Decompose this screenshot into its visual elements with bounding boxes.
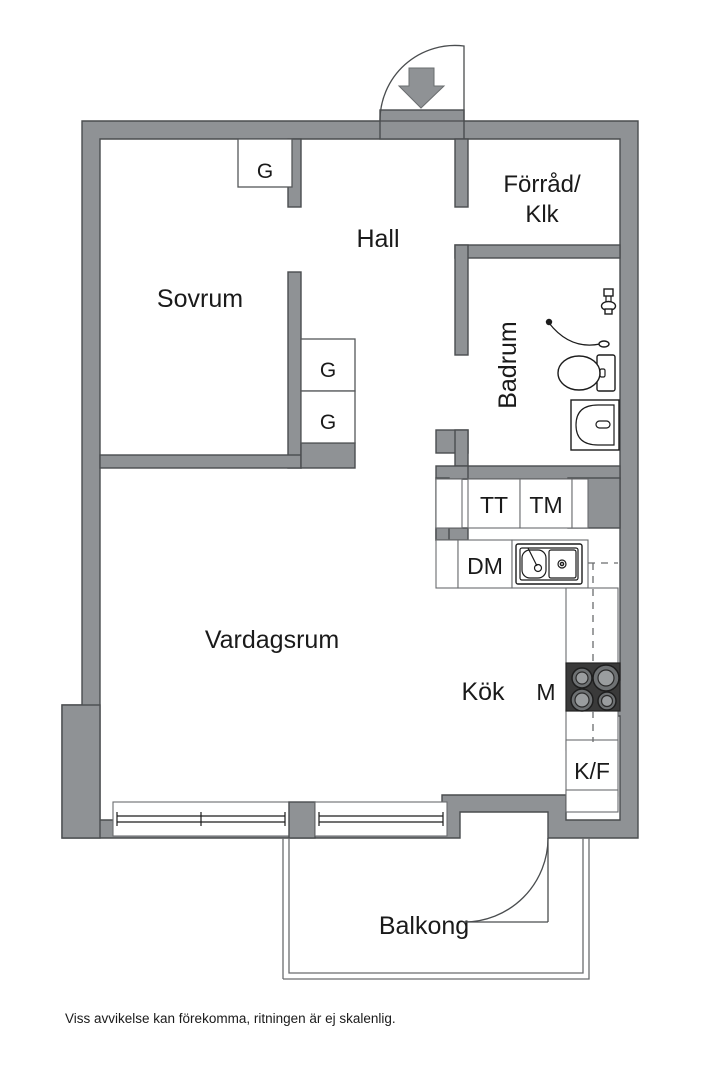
overhead-cabinet-lines <box>588 562 618 742</box>
closet-box-sovrum-1 <box>300 338 356 392</box>
partition-under-closets <box>300 442 356 469</box>
appliance-box-tm <box>519 478 573 529</box>
appliance-label-m: M <box>536 679 555 705</box>
kitchen-sink-icon <box>515 543 583 585</box>
room-label-hall: Hall <box>356 225 399 253</box>
closet-box-hall <box>237 138 293 188</box>
room-label-badrum: Badrum <box>494 321 522 409</box>
washbasin-icon <box>570 399 620 451</box>
drawing-disclaimer: Viss avvikelse kan förekomma, ritningen … <box>65 1011 396 1026</box>
counter-vertical-lower <box>565 789 619 813</box>
partition-badrum-left <box>454 244 469 356</box>
window-center-pier <box>288 801 316 839</box>
window-left <box>112 801 290 837</box>
room-label-kok: Kök <box>461 678 505 706</box>
partition-sovrum-hall-lower <box>287 271 302 469</box>
closet-label-sovrum-2: G <box>320 411 336 434</box>
room-label-balkong: Balkong <box>379 912 469 940</box>
entry-arrow-icon <box>397 67 446 109</box>
windows-group <box>112 801 448 839</box>
partition-sovrum-bottom <box>99 454 302 469</box>
partition-badrum-top <box>454 244 621 259</box>
window-right <box>314 801 448 837</box>
entrance-threshold-wall <box>379 109 465 140</box>
appliance-box-dm <box>457 539 513 589</box>
entrance-door <box>379 44 465 122</box>
cabinet-box-left-laundry <box>435 478 463 529</box>
left-wall-pilaster <box>61 704 101 839</box>
partition-laundry-left-top <box>435 465 469 480</box>
appliance-label-kf: K/F <box>574 758 610 784</box>
room-labels-group: Sovrum Hall Förråd/ Klk Badrum Vardagsru… <box>157 171 581 940</box>
partition-badrum-bottom <box>454 465 621 480</box>
appliance-label-dm: DM <box>467 553 503 579</box>
shower-icon <box>600 288 617 315</box>
hand-shower-icon <box>545 318 610 348</box>
appliance-label-tm: TM <box>529 492 562 518</box>
balcony-door <box>463 837 549 923</box>
room-label-forrad-line1: Förråd/ <box>503 171 581 198</box>
cabinet-box-right-laundry <box>571 478 589 529</box>
room-label-forrad-line2: Klk <box>525 201 559 228</box>
balcony-group <box>282 837 590 980</box>
counter-vertical-upper <box>565 587 619 665</box>
room-label-sovrum: Sovrum <box>157 285 243 313</box>
closets-group: G G G <box>237 138 356 444</box>
appliance-box-kf <box>565 739 619 797</box>
appliance-label-tt: TT <box>480 492 508 518</box>
cabinet-box-left-lower <box>435 539 459 589</box>
closet-label-sovrum-1: G <box>320 359 336 382</box>
room-label-vardagsrum: Vardagsrum <box>205 626 339 654</box>
cooktop-icon <box>565 662 621 712</box>
bathroom-fixtures-group <box>545 288 620 451</box>
partition-forrad-left <box>454 138 469 208</box>
closet-box-sovrum-2 <box>300 390 356 444</box>
appliance-box-tt <box>467 478 521 529</box>
toilet-icon <box>557 354 616 392</box>
closet-label-hall: G <box>257 160 273 183</box>
